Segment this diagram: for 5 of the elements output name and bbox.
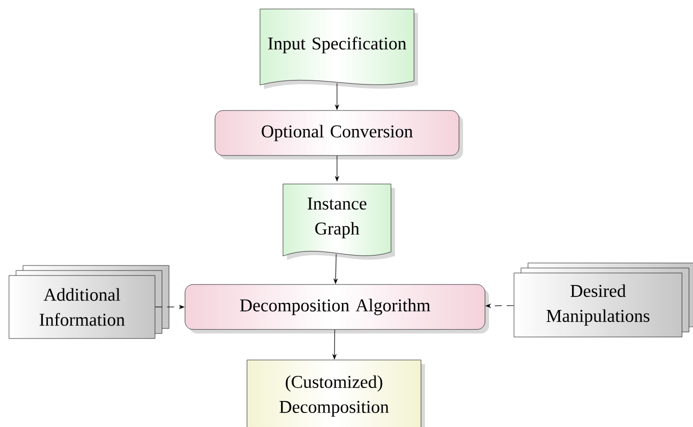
stacked-box: Additional Information	[8, 265, 170, 339]
process-box: Decomposition Algorithm	[184, 284, 489, 334]
output-box: (Customized) Decomposition	[246, 360, 425, 427]
process-box: Optional Conversion	[214, 110, 463, 160]
stacked-box: Desired Manipulations	[514, 262, 693, 338]
